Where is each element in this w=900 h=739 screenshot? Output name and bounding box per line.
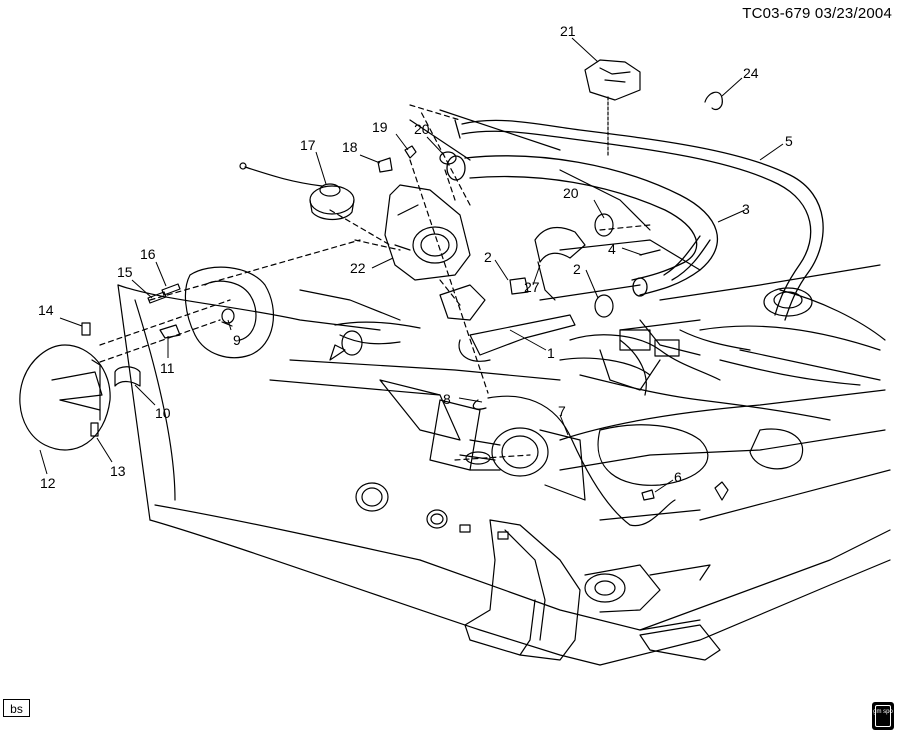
callout-5: 5 bbox=[785, 133, 793, 149]
logo-text: gm spo bbox=[873, 709, 893, 715]
callout-24: 24 bbox=[743, 65, 759, 81]
callout-labels: 21 24 5 3 4 20 2 2 1 27 7 6 8 19 20 18 1… bbox=[38, 23, 793, 491]
callout-7: 7 bbox=[558, 403, 566, 419]
small-hardware bbox=[81, 145, 729, 501]
callout-18: 18 bbox=[342, 139, 358, 155]
callout-20b: 20 bbox=[563, 185, 579, 201]
callout-14: 14 bbox=[38, 302, 54, 318]
bs-badge: bs bbox=[3, 699, 30, 717]
hose-27 bbox=[534, 226, 586, 301]
callout-6: 6 bbox=[674, 469, 682, 485]
callout-leaders bbox=[39, 37, 784, 493]
filler-pipe-1 bbox=[439, 284, 576, 362]
filler-housing bbox=[384, 184, 471, 281]
callout-16: 16 bbox=[140, 246, 156, 262]
clip-24 bbox=[704, 91, 723, 111]
callout-19: 19 bbox=[372, 119, 388, 135]
callout-20a: 20 bbox=[414, 121, 430, 137]
callout-10: 10 bbox=[155, 405, 171, 421]
callout-15: 15 bbox=[117, 264, 133, 280]
callout-8: 8 bbox=[443, 391, 451, 407]
vehicle-body bbox=[117, 109, 891, 666]
fuel-door-housing bbox=[184, 266, 274, 359]
callout-1: 1 bbox=[547, 345, 555, 361]
callout-21: 21 bbox=[560, 23, 576, 39]
callout-4: 4 bbox=[608, 241, 616, 257]
fuel-door bbox=[19, 344, 111, 451]
callout-17: 17 bbox=[300, 137, 316, 153]
filler-hose bbox=[446, 155, 718, 297]
callout-22: 22 bbox=[350, 260, 366, 276]
callout-3: 3 bbox=[742, 201, 750, 217]
differential bbox=[379, 379, 586, 501]
callout-12: 12 bbox=[40, 475, 56, 491]
fuel-cap bbox=[239, 162, 355, 221]
leader-dashes bbox=[99, 104, 651, 461]
callout-13: 13 bbox=[110, 463, 126, 479]
vent-hose bbox=[454, 119, 824, 321]
reference-code: TC03-679 03/23/2004 bbox=[742, 5, 892, 22]
tank-area-lines bbox=[559, 319, 831, 421]
clip-21 bbox=[584, 59, 641, 157]
callout-9: 9 bbox=[233, 332, 241, 348]
gm-spo-logo: gm spo bbox=[872, 702, 894, 730]
callout-11: 11 bbox=[160, 360, 175, 376]
left-lines bbox=[299, 289, 421, 361]
rear-bracket bbox=[464, 519, 721, 661]
line-7 bbox=[472, 395, 676, 527]
callout-27: 27 bbox=[524, 279, 540, 295]
callout-2a: 2 bbox=[484, 249, 492, 265]
callout-2b: 2 bbox=[573, 261, 581, 277]
